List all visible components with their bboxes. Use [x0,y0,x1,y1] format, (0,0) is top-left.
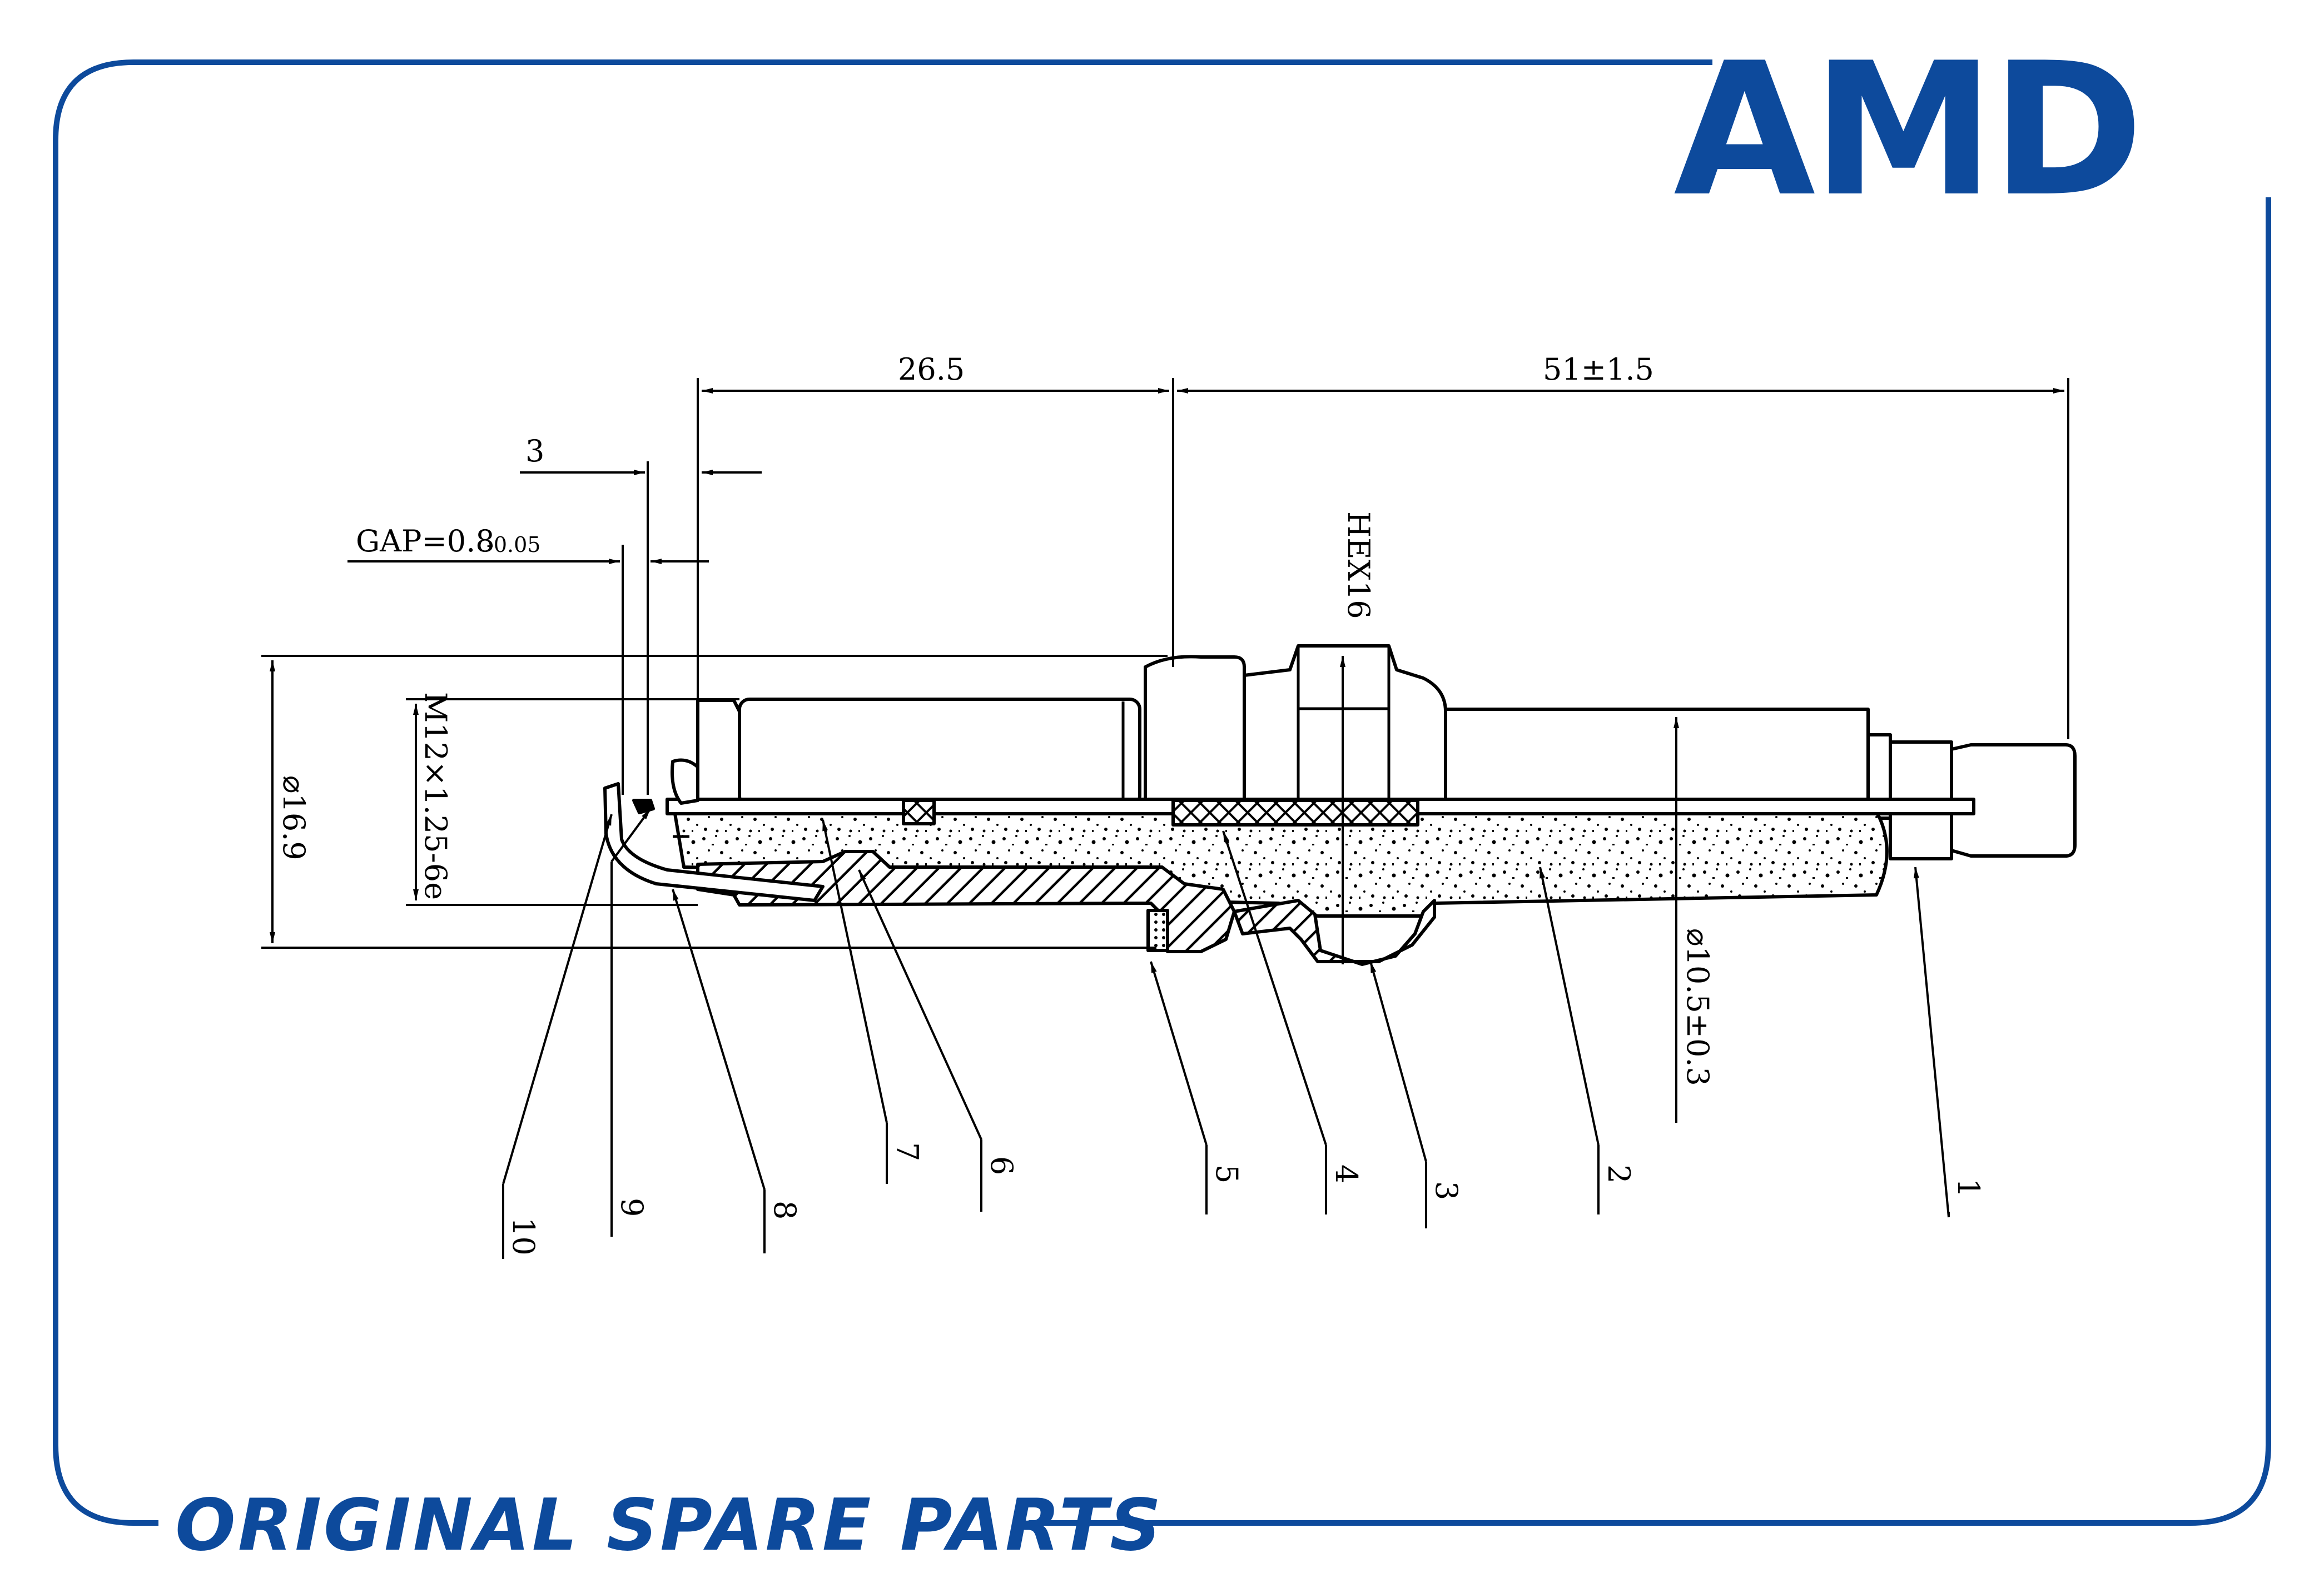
dim-gap-tolerance: -0.05 [486,532,540,557]
brand-logo: AMD [1674,23,2141,237]
ground-electrode [603,782,825,902]
shell-thread-body [738,698,1141,808]
hex-nut [1243,644,1447,819]
callout-leaders [502,808,1950,1259]
gasket-ring [1146,909,1169,952]
callout-labels: 1 2 3 4 5 6 7 8 9 10 [506,1142,1986,1256]
callout-9: 9 [614,1198,649,1217]
callout-8: 8 [767,1201,802,1219]
callout-6: 6 [984,1156,1019,1175]
callout-5: 5 [1209,1164,1244,1183]
spark-plug-body [603,644,2077,966]
callout-1: 1 [1951,1178,1986,1197]
dimension-lines [261,378,2069,1123]
dim-insulator-diameter: ⌀10.5±0.3 [1680,928,1715,1086]
callout-7: 7 [890,1142,925,1161]
dim-gap: GAP=0.8 [356,524,495,559]
shell-lower [696,850,1236,953]
dim-thread: M12×1.25-6e [418,692,453,900]
brand-tagline: ORIGINAL SPARE PARTS [175,1484,1163,1567]
terminal-nut [1950,743,2077,858]
inner-seal [1171,799,1419,827]
callout-10: 10 [506,1217,541,1256]
dim-3: 3 [525,434,544,469]
shell-thread [696,699,741,808]
firing-tip [671,758,699,805]
inner-seal-small [902,799,936,825]
dim-hex: HEX16 [1341,511,1376,619]
callout-4: 4 [1329,1164,1364,1183]
dim-outer-diameter: ⌀16.9 [276,775,311,860]
callout-2: 2 [1601,1164,1636,1183]
dim-51: 51±1.5 [1543,352,1654,387]
callout-3: 3 [1429,1181,1464,1200]
hex-lower-flange [1233,899,1436,966]
dim-26-5: 26.5 [898,352,965,387]
frame-border [53,59,2271,1526]
shell-collar [1144,655,1246,802]
